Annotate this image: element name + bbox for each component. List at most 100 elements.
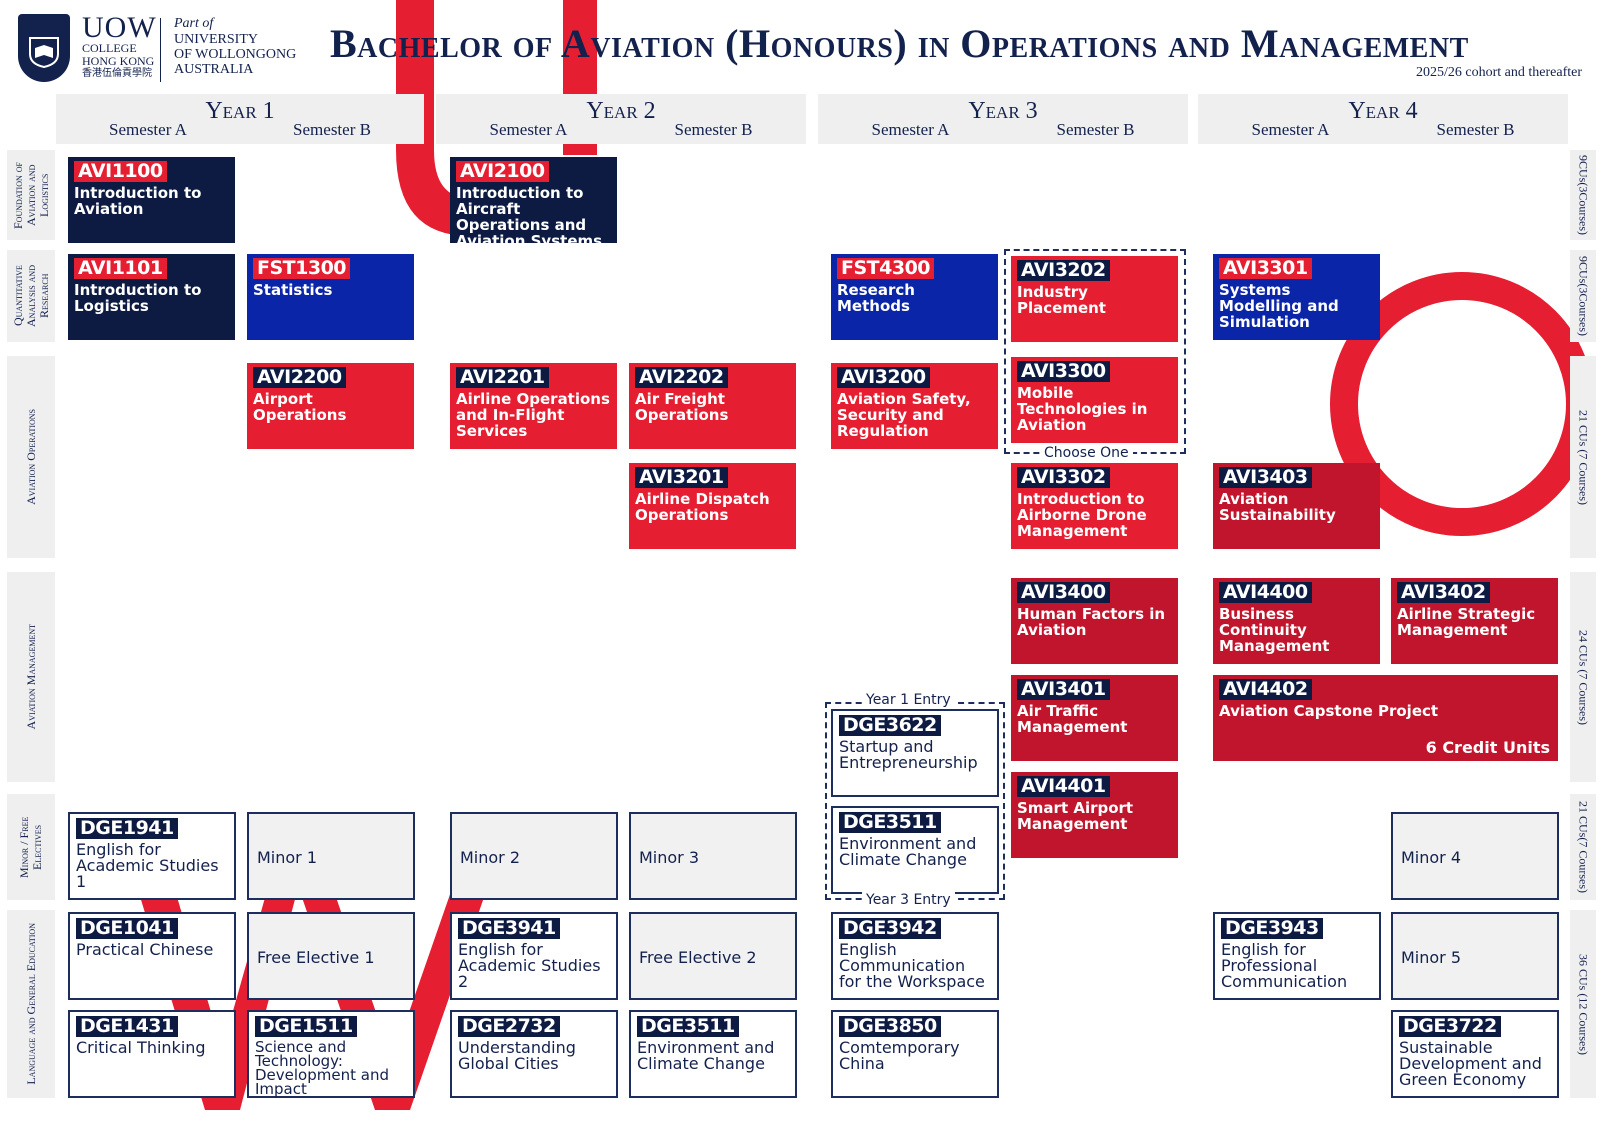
elective-label: Minor 4 — [1401, 848, 1462, 867]
course-name: Air Traffic Management — [1017, 702, 1128, 736]
course-avi4400[interactable]: AVI4400 Business Continuity Management — [1213, 578, 1380, 664]
course-avi1100[interactable]: AVI1100 Introduction to Aviation — [68, 157, 235, 243]
course-dge3941[interactable]: DGE3941 English for Academic Studies 2 — [450, 912, 618, 1000]
course-avi1101[interactable]: AVI1101 Introduction to Logistics — [68, 254, 235, 340]
year3-entry-label: Year 3 Entry — [862, 892, 955, 908]
header-divider — [160, 18, 161, 82]
course-code: DGE3722 — [1399, 1016, 1501, 1037]
free-elective-1-slot[interactable]: Free Elective 1 — [247, 912, 415, 1000]
course-avi3402[interactable]: AVI3402 Airline Strategic Management — [1391, 578, 1558, 664]
course-avi3201[interactable]: AVI3201 Airline Dispatch Operations — [629, 463, 796, 549]
course-name: Smart Airport Management — [1017, 799, 1134, 833]
course-fst4300[interactable]: FST4300 Research Methods — [831, 254, 998, 340]
course-code: AVI2201 — [456, 367, 549, 388]
course-code: AVI3200 — [837, 367, 930, 388]
course-avi2200[interactable]: AVI2200 Airport Operations — [247, 363, 414, 449]
course-dge1511[interactable]: DGE1511 Science and Technology: Developm… — [247, 1010, 415, 1098]
course-avi3400[interactable]: AVI3400 Human Factors in Aviation — [1011, 578, 1178, 664]
row-label-aviation-management: Aviation Management — [7, 572, 55, 782]
elective-label: Minor 1 — [257, 848, 318, 867]
course-code: DGE1941 — [76, 818, 178, 839]
course-dge3850[interactable]: DGE3850 Comtemporary China — [831, 1010, 999, 1098]
course-name: Airport Operations — [253, 390, 347, 424]
elective-label: Minor 3 — [639, 848, 700, 867]
course-avi3302[interactable]: AVI3302 Introduction to Airborne Drone M… — [1011, 463, 1178, 549]
course-code: FST1300 — [253, 258, 351, 279]
minor-1-slot[interactable]: Minor 1 — [247, 812, 415, 900]
course-code: DGE1041 — [76, 918, 178, 939]
row-label-text: Language and General Education — [23, 923, 38, 1085]
course-code: AVI2200 — [253, 367, 346, 388]
year-label: Year 2 — [586, 98, 656, 124]
course-code: DGE3941 — [458, 918, 560, 939]
course-name: English Communication for the Workspace — [839, 940, 985, 991]
minor-4-slot[interactable]: Minor 4 — [1391, 812, 1559, 900]
course-name: Introduction to Aviation — [74, 184, 202, 218]
course-code: AVI3300 — [1017, 361, 1110, 382]
course-avi4402[interactable]: AVI4402 Aviation Capstone Project 6 Cred… — [1213, 675, 1558, 761]
cu-text: 9CUs(3Courses) — [1576, 256, 1591, 336]
course-avi2100[interactable]: AVI2100 Introduction to Aircraft Operati… — [450, 157, 617, 249]
course-code: AVI2100 — [456, 161, 549, 182]
course-code: AVI1101 — [74, 258, 167, 279]
course-dge1941[interactable]: DGE1941 English for Academic Studies 1 — [68, 812, 236, 900]
course-dge1431[interactable]: DGE1431 Critical Thinking — [68, 1010, 236, 1098]
course-fst1300[interactable]: FST1300 Statistics — [247, 254, 414, 340]
course-avi3200[interactable]: AVI3200 Aviation Safety, Security and Re… — [831, 363, 998, 449]
course-dge3722[interactable]: DGE3722 Sustainable Development and Gree… — [1391, 1010, 1559, 1098]
semester-a-label: Semester A — [871, 120, 950, 139]
cu-text: 36 CUs (12 Courses) — [1576, 953, 1591, 1055]
minor-2-slot[interactable]: Minor 2 — [450, 812, 618, 900]
course-avi3401[interactable]: AVI3401 Air Traffic Management — [1011, 675, 1178, 761]
course-name: Introduction to Aircraft Operations and … — [456, 184, 603, 250]
course-avi2201[interactable]: AVI2201 Airline Operations and In-Flight… — [450, 363, 617, 449]
course-name: Industry Placement — [1017, 283, 1106, 317]
cu-label-aviation-operations: 21 CUs (7 Courses) — [1570, 356, 1596, 558]
course-dge3511[interactable]: DGE3511 Environment and Climate Change — [629, 1010, 797, 1098]
semester-a-label: Semester A — [489, 120, 568, 139]
course-dge3942[interactable]: DGE3942 English Communication for the Wo… — [831, 912, 999, 1000]
course-name: Critical Thinking — [76, 1038, 206, 1057]
elective-label: Minor 5 — [1401, 948, 1462, 967]
cu-text: 24 CUs (7 Courses) — [1576, 629, 1591, 725]
course-avi3300[interactable]: AVI3300 Mobile Technologies in Aviation — [1011, 357, 1178, 443]
course-code: FST4300 — [837, 258, 935, 279]
semester-b-label: Semester B — [1436, 120, 1515, 139]
choose-one-label: Choose One — [1040, 445, 1133, 461]
course-name: Comtemporary China — [839, 1038, 960, 1073]
course-dge1041[interactable]: DGE1041 Practical Chinese — [68, 912, 236, 1000]
minor-5-slot[interactable]: Minor 5 — [1391, 912, 1559, 1000]
course-code: DGE3511 — [637, 1016, 739, 1037]
course-avi4401[interactable]: AVI4401 Smart Airport Management — [1011, 772, 1178, 858]
course-name: Startup and Entrepreneurship — [839, 737, 978, 772]
course-name: Understanding Global Cities — [458, 1038, 576, 1073]
course-code: DGE3511 — [839, 812, 941, 833]
credit-units: 6 Credit Units — [1425, 738, 1550, 757]
course-code: AVI3402 — [1397, 582, 1490, 603]
course-name: Environment and Climate Change — [637, 1038, 775, 1073]
course-code: AVI3201 — [635, 467, 728, 488]
course-dge3622[interactable]: DGE3622 Startup and Entrepreneurship — [831, 709, 999, 797]
row-label-text: Aviation Operations — [23, 409, 38, 505]
minor-3-slot[interactable]: Minor 3 — [629, 812, 797, 900]
course-avi3301[interactable]: AVI3301 Systems Modelling and Simulation — [1213, 254, 1380, 340]
cu-label-minor-free: 21 CUs(7 Courses) — [1570, 794, 1596, 900]
year-1-header: Year 1 Semester A Semester B — [56, 94, 424, 144]
course-avi3202[interactable]: AVI3202 Industry Placement — [1011, 256, 1178, 342]
semester-a-label: Semester A — [1251, 120, 1330, 139]
year-label: Year 4 — [1348, 98, 1418, 124]
course-dge3511-entry[interactable]: DGE3511 Environment and Climate Change — [831, 806, 999, 894]
course-avi2202[interactable]: AVI2202 Air Freight Operations — [629, 363, 796, 449]
cu-label-quantitative: 9CUs(3Courses) — [1570, 250, 1596, 342]
course-dge2732[interactable]: DGE2732 Understanding Global Cities — [450, 1010, 618, 1098]
free-elective-2-slot[interactable]: Free Elective 2 — [629, 912, 797, 1000]
course-name: Sustainable Development and Green Econom… — [1399, 1038, 1542, 1089]
course-name: Practical Chinese — [76, 940, 214, 959]
course-name: Airline Strategic Management — [1397, 605, 1536, 639]
course-code: AVI3400 — [1017, 582, 1110, 603]
row-label-text: Aviation Management — [23, 624, 38, 730]
course-code: AVI3401 — [1017, 679, 1110, 700]
course-dge3943[interactable]: DGE3943 English for Professional Communi… — [1213, 912, 1381, 1000]
year-2-header: Year 2 Semester A Semester B — [436, 94, 806, 144]
course-avi3403[interactable]: AVI3403 Aviation Sustainability — [1213, 463, 1380, 549]
